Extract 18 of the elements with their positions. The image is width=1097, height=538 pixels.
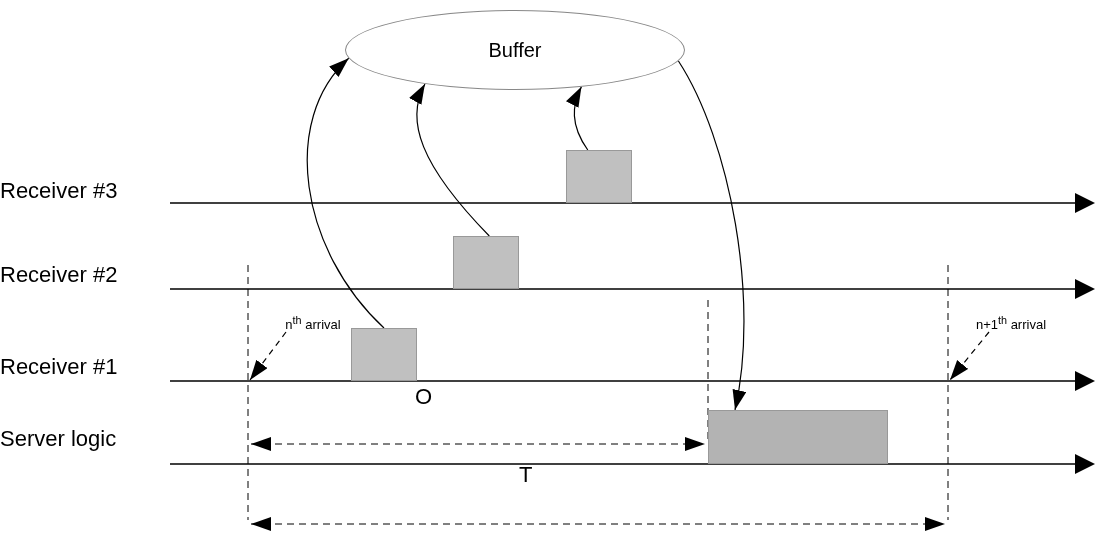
- arrow: [410, 83, 490, 237]
- row-label: Receiver #3: [0, 178, 118, 204]
- arrow: [306, 57, 385, 329]
- arrow: [566, 86, 589, 151]
- row-label: Server logic: [0, 426, 117, 452]
- packet-box: [453, 236, 519, 289]
- processing-box: [708, 410, 888, 464]
- packet-box: [566, 150, 632, 203]
- arrival-label: n$^{th}$ arrival: [268, 310, 358, 332]
- packet-box: [351, 328, 417, 381]
- leader-line: [249, 331, 287, 381]
- row-label: Receiver #2: [0, 262, 118, 288]
- arrival-label: n+1$^{th}$ arrival: [956, 310, 1066, 332]
- dimension-label: T: [519, 462, 533, 488]
- dimension-label: O: [415, 384, 433, 410]
- row-label: Receiver #1: [0, 354, 118, 380]
- arrow: [677, 60, 746, 411]
- leader-line: [949, 331, 990, 381]
